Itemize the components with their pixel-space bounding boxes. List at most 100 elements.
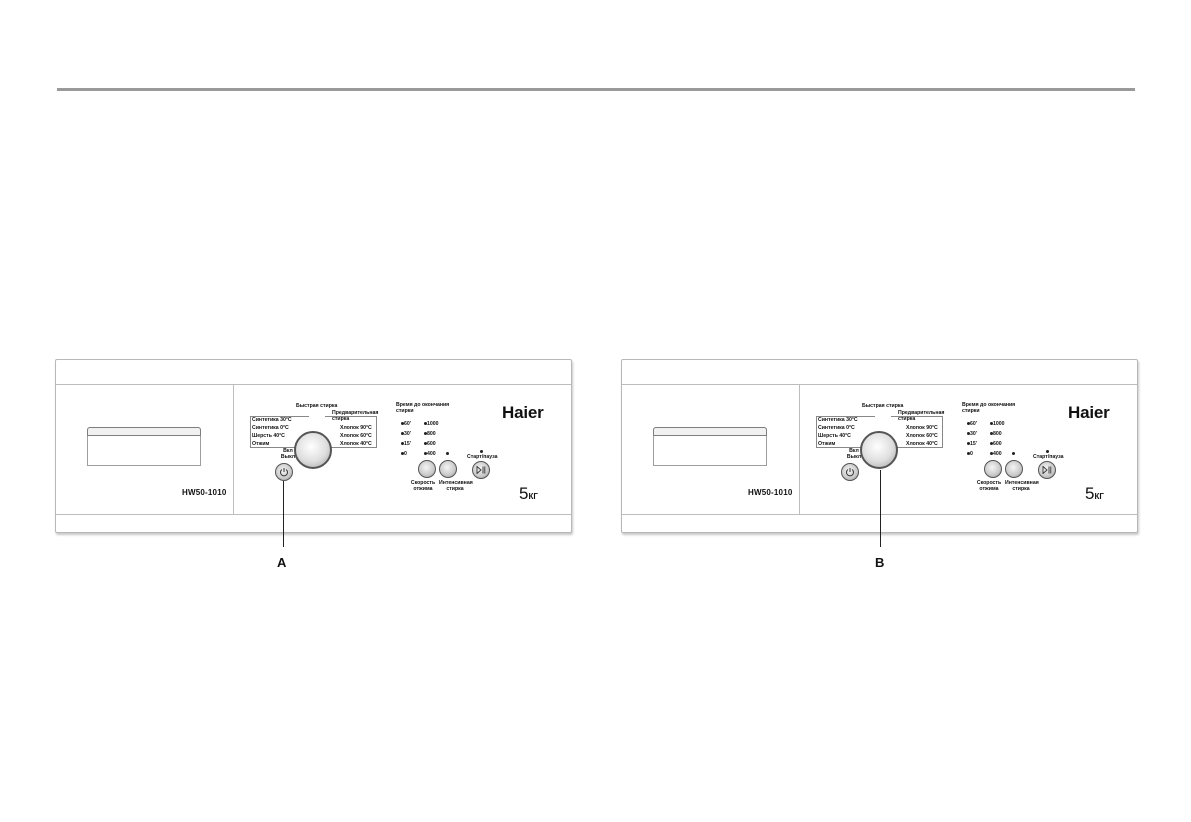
program-quick-wash: Быстрая стирка [296,403,338,409]
callout-pointer-a [283,481,284,547]
brand-logo: Haier [502,403,544,422]
indicator-dot [990,422,993,425]
program-bracket-left [816,416,875,448]
spin-800: 800 [427,431,436,437]
program-left-2: Синтетика 0°C [818,425,855,431]
control-panel-b: HW50-1010 Haier 5КГ Быстрая стирка Предв… [621,359,1138,533]
indicator-dot [401,432,404,435]
panel-top-edge [56,384,571,385]
time-remaining-title: Время до окончания стирки [962,402,1016,414]
model-label: HW50-1010 [748,488,793,497]
callout-pointer-b [880,470,881,547]
callout-label-b: B [875,555,885,570]
indicator-dot [990,452,993,455]
intensive-wash-button[interactable] [439,460,457,478]
spin-400: 400 [427,451,436,457]
program-prewash: Предварительная стирка [898,410,945,422]
program-right-1: Хлопок 90°C [340,425,372,431]
brand-logo: Haier [1068,403,1110,422]
program-selector-knob[interactable] [294,431,332,469]
time-remaining-title: Время до окончания стирки [396,402,450,414]
intensive-wash-label: Интенсивная стирка [439,480,473,492]
time-15: 15' [404,441,412,447]
start-pause-label: Старт/пауза [467,454,498,460]
spin-1000: 1000 [427,421,439,427]
panel-divider [233,384,234,514]
play-pause-icon [1042,465,1052,475]
indicator-dot [401,442,404,445]
indicator-dot [967,432,970,435]
time-30: 30' [970,431,978,437]
indicator-dot [967,452,970,455]
time-0: 0 [404,451,407,457]
program-quick-wash: Быстрая стирка [862,403,904,409]
time-60: 60' [970,421,978,427]
power-symbol-icon [846,468,854,477]
program-left-1: Синтетика 30°C [818,417,858,423]
program-right-3: Хлопок 40°C [340,441,372,447]
indicator-dot [401,452,404,455]
power-button[interactable] [841,463,859,481]
start-pause-button[interactable] [472,461,490,479]
start-pause-label: Старт/пауза [1033,454,1064,460]
callout-label-a: A [277,555,287,570]
program-right-2: Хлопок 60°C [906,433,938,439]
panel-bottom-edge [56,514,571,515]
power-label: Вкл Выкл [846,448,862,460]
power-label: Вкл Выкл [280,448,296,460]
program-right-3: Хлопок 40°C [906,441,938,447]
program-left-1: Синтетика 30°C [252,417,292,423]
program-right-2: Хлопок 60°C [340,433,372,439]
indicator-dot [424,452,427,455]
control-panel-a: HW50-1010 Haier 5КГ Быстрая стирка Предв… [55,359,572,533]
time-60: 60' [404,421,412,427]
program-bracket-left [250,416,309,448]
program-prewash: Предварительная стирка [332,410,379,422]
program-left-3: Шерсть 40°C [818,433,851,439]
indicator-dot [990,442,993,445]
power-symbol-icon [280,468,288,477]
program-left-4: Отжим [252,441,270,447]
start-pause-button[interactable] [1038,461,1056,479]
program-bracket-right [325,416,377,448]
panel-divider [799,384,800,514]
indicator-dot [424,422,427,425]
indicator-dot [1046,450,1049,453]
time-30: 30' [404,431,412,437]
power-button[interactable] [275,463,293,481]
intensive-wash-label: Интенсивная стирка [1005,480,1039,492]
program-bracket-right [891,416,943,448]
detergent-drawer[interactable] [653,427,767,466]
spin-600: 600 [993,441,1002,447]
indicator-dot [967,442,970,445]
spin-600: 600 [427,441,436,447]
indicator-dot [424,442,427,445]
program-right-1: Хлопок 90°C [906,425,938,431]
spin-speed-label: Скорость отжима [976,480,1002,492]
indicator-dot [401,422,404,425]
indicator-dot [990,432,993,435]
spin-speed-button[interactable] [418,460,436,478]
indicator-dot [1012,452,1015,455]
spin-speed-label: Скорость отжима [410,480,436,492]
spin-400: 400 [993,451,1002,457]
header-rule [57,88,1135,91]
detergent-drawer[interactable] [87,427,201,466]
panel-top-edge [622,384,1137,385]
program-left-2: Синтетика 0°C [252,425,289,431]
indicator-dot [480,450,483,453]
program-left-4: Отжим [818,441,836,447]
spin-1000: 1000 [993,421,1005,427]
capacity-label: 5КГ [519,484,538,503]
model-label: HW50-1010 [182,488,227,497]
play-pause-icon [476,465,486,475]
time-15: 15' [970,441,978,447]
spin-speed-button[interactable] [984,460,1002,478]
time-0: 0 [970,451,973,457]
indicator-dot [446,452,449,455]
intensive-wash-button[interactable] [1005,460,1023,478]
program-left-3: Шерсть 40°C [252,433,285,439]
program-selector-knob[interactable] [860,431,898,469]
capacity-label: 5КГ [1085,484,1104,503]
spin-800: 800 [993,431,1002,437]
